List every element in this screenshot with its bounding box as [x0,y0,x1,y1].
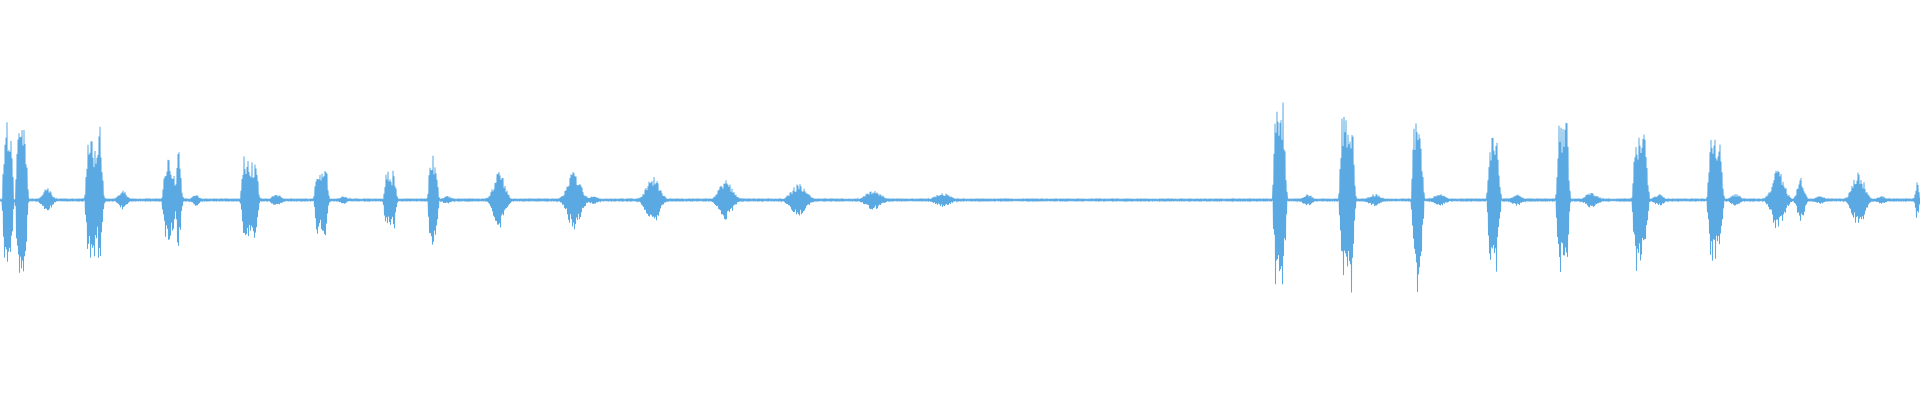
waveform-trace [0,102,1920,293]
